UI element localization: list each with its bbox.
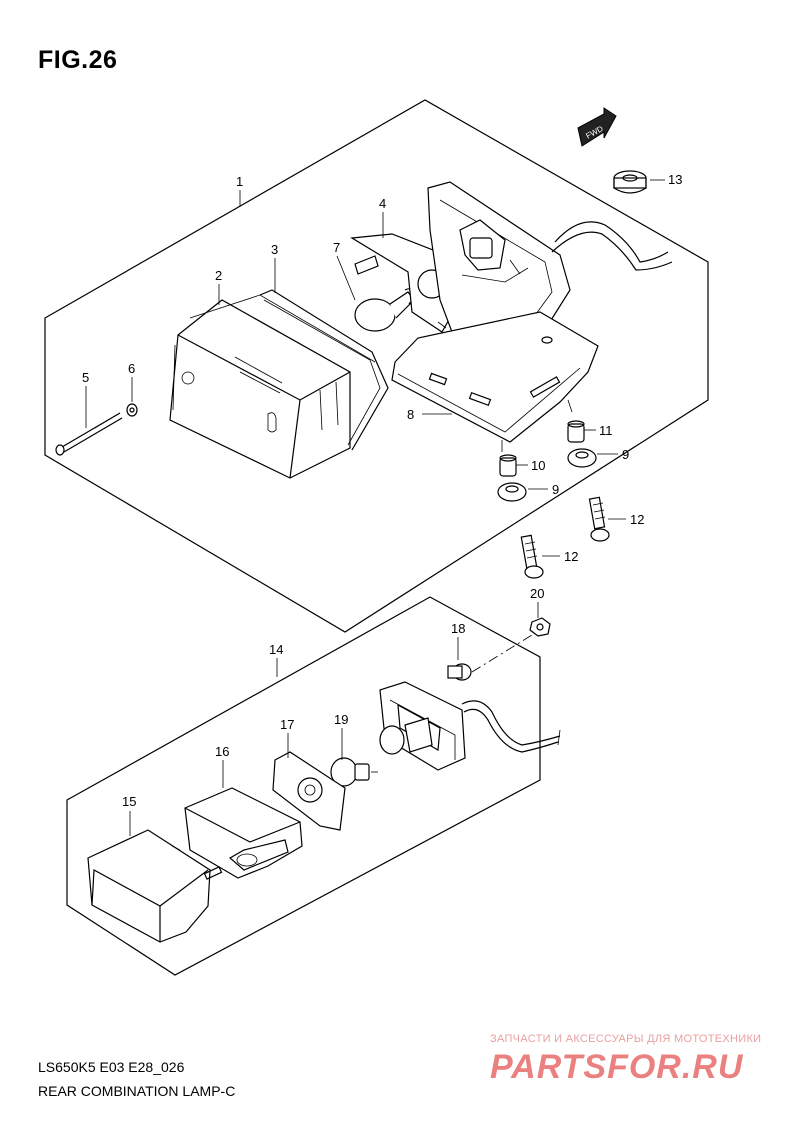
label-part-2: 2 bbox=[215, 268, 222, 283]
label-part-1: 1 bbox=[236, 174, 243, 189]
part-12-screw-lower bbox=[520, 534, 544, 579]
model-code: LS650K5 E03 E28_026 bbox=[38, 1059, 185, 1075]
label-part-14: 14 bbox=[269, 642, 283, 657]
label-part-8: 8 bbox=[407, 407, 414, 422]
label-part-11: 11 bbox=[599, 423, 613, 438]
part-2-tail-lens bbox=[169, 294, 376, 479]
part-18-grommet bbox=[447, 663, 472, 681]
part-8-bracket bbox=[391, 311, 599, 452]
kit-1-frame bbox=[44, 99, 709, 633]
label-part-20: 20 bbox=[530, 586, 544, 601]
part-3-lens-gasket bbox=[259, 289, 389, 451]
label-part-12-lower: 12 bbox=[564, 549, 578, 564]
label-part-17: 17 bbox=[280, 717, 294, 732]
part-17-gasket bbox=[272, 751, 346, 831]
part-9-grommet-upper bbox=[567, 448, 597, 468]
figure-title: FIG.26 bbox=[38, 46, 118, 74]
label-part-7: 7 bbox=[333, 240, 340, 255]
label-part-9-upper: 9 bbox=[622, 447, 629, 462]
part-6-washer bbox=[126, 403, 138, 417]
label-part-16: 16 bbox=[215, 744, 229, 759]
part-9-grommet-lower bbox=[497, 482, 527, 502]
label-part-9-lower: 9 bbox=[552, 482, 559, 497]
label-part-5: 5 bbox=[82, 370, 89, 385]
part-5-bolt bbox=[55, 412, 123, 456]
kit-14-frame bbox=[66, 596, 541, 976]
watermark-site: PARTSFOR.RU bbox=[490, 1048, 744, 1086]
leader-lines bbox=[85, 190, 626, 836]
label-part-18: 18 bbox=[451, 621, 465, 636]
part-10-collar bbox=[499, 454, 517, 477]
label-part-4: 4 bbox=[379, 196, 386, 211]
part-15-license-lens bbox=[87, 829, 223, 943]
watermark-tagline: ЗАПЧАСТИ И АКСЕССУАРЫ ДЛЯ МОТОТЕХНИКИ bbox=[490, 1033, 762, 1045]
label-part-19: 19 bbox=[334, 712, 348, 727]
part-19-license-bulb bbox=[330, 757, 378, 787]
part-12-screw-upper bbox=[588, 496, 610, 542]
label-part-10: 10 bbox=[531, 458, 545, 473]
part-13-grommet bbox=[613, 170, 665, 194]
label-part-12-upper: 12 bbox=[630, 512, 644, 527]
part-11-collar bbox=[567, 420, 585, 443]
fwd-arrow-icon: FWD bbox=[577, 107, 617, 147]
part-7-bulb bbox=[354, 255, 418, 332]
part-16-lamp-base bbox=[184, 787, 303, 879]
center-line bbox=[471, 634, 533, 673]
label-part-15: 15 bbox=[122, 794, 136, 809]
part-labels: 1 2 3 4 5 6 7 8 9 9 10 11 12 12 13 14 15… bbox=[82, 172, 682, 809]
assembly-name: REAR COMBINATION LAMP-C bbox=[38, 1083, 236, 1099]
license-lamp-housing bbox=[379, 681, 561, 771]
label-part-13: 13 bbox=[668, 172, 682, 187]
part-20-nut bbox=[529, 617, 551, 637]
label-part-3: 3 bbox=[271, 242, 278, 257]
label-part-6: 6 bbox=[128, 361, 135, 376]
